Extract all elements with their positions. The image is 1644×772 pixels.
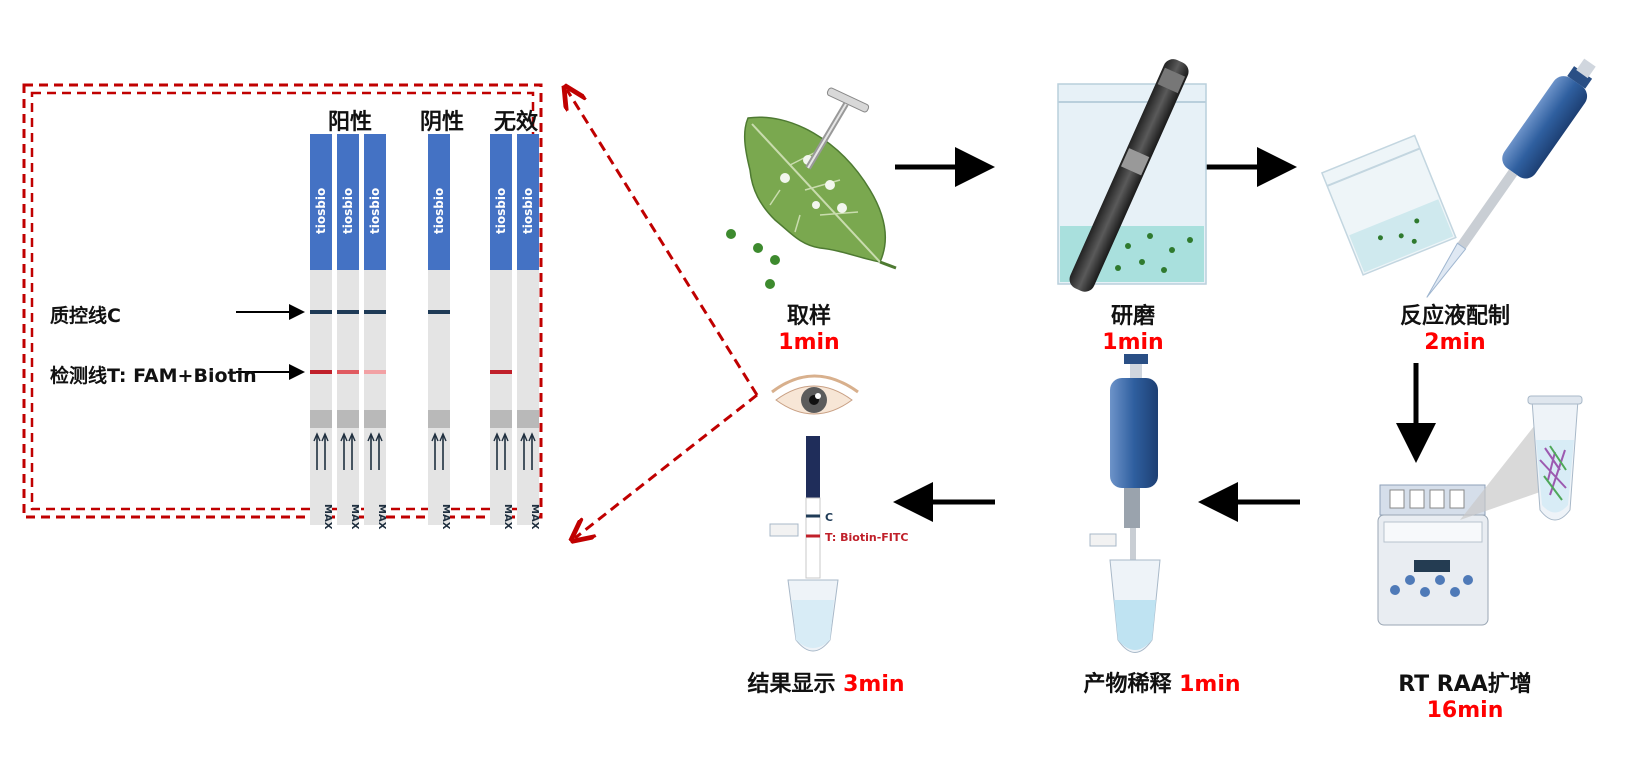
result-reading-illustration: C T: Biotin-FITC: [769, 374, 908, 652]
step-amplify-time: 16min: [1426, 698, 1504, 723]
strip-brand-text: tiosbio: [314, 188, 328, 234]
strip-brand-text: tiosbio: [368, 188, 382, 234]
header-invalid: 无效: [494, 110, 539, 135]
flow-arrows: [893, 147, 1436, 522]
header-positive: 阳性: [328, 110, 373, 135]
step-amplify-label: RT RAA扩增 16min: [1380, 666, 1550, 723]
step-sampling-time: 1min: [778, 330, 840, 355]
leaf-sampling-illustration: [726, 87, 897, 289]
step-grinding-time: 1min: [1102, 330, 1164, 355]
amplification-device-illustration: [1377, 395, 1583, 626]
result-strip-c-label: C: [825, 511, 833, 524]
step-dilute-label: 产物稀释 1min: [1062, 666, 1262, 698]
strip-brand-text: tiosbio: [341, 188, 355, 234]
control-line-label: 质控线C: [50, 305, 121, 327]
strip-max-text: MAX: [502, 504, 513, 530]
strip-brand-text: tiosbio: [521, 188, 535, 234]
step-sampling-label: 取样 1min: [764, 298, 854, 355]
zoom-connector: [567, 90, 759, 538]
reagent-mix-illustration: [1320, 58, 1596, 298]
strip-max-text: MAX: [349, 504, 360, 530]
header-negative: 阴性: [420, 110, 465, 135]
strip-brand-text: tiosbio: [494, 188, 508, 234]
step-mix-label: 反应液配制 2min: [1380, 298, 1530, 355]
strip-max-text: MAX: [529, 504, 540, 530]
step-mix-name: 反应液配制: [1399, 304, 1510, 329]
step-result-label: 结果显示 3min: [726, 666, 926, 698]
strip-brand-text: tiosbio: [432, 188, 446, 234]
test-strips: tiosbioMAXtiosbioMAXtiosbioMAXtiosbioMAX…: [310, 134, 540, 530]
step-result-name: 结果显示: [747, 672, 836, 697]
step-result-time: 3min: [843, 672, 905, 697]
test-line-label: 检测线T: FAM+Biotin: [50, 365, 257, 387]
step-amplify-name: RT RAA扩增: [1398, 672, 1532, 697]
step-mix-time: 2min: [1424, 330, 1486, 355]
result-strip-t-label: T: Biotin-FITC: [825, 531, 908, 544]
dilution-illustration: [1089, 354, 1161, 653]
strip-max-text: MAX: [440, 504, 451, 530]
step-grinding-label: 研磨 1min: [1078, 298, 1188, 355]
step-grinding-name: 研磨: [1110, 304, 1155, 329]
step-dilute-name: 产物稀释: [1083, 672, 1172, 697]
step-sampling-name: 取样: [786, 304, 831, 329]
grinding-bag-illustration: [1057, 59, 1207, 292]
strip-max-text: MAX: [376, 504, 387, 530]
step-dilute-time: 1min: [1179, 672, 1241, 697]
strip-max-text: MAX: [322, 504, 333, 530]
